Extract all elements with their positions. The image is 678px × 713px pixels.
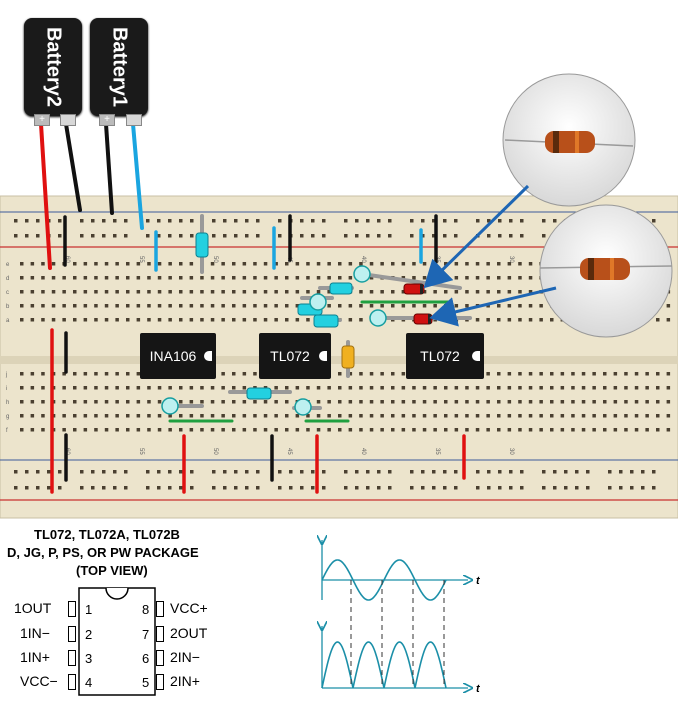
- arrow-bottom: [429, 286, 557, 327]
- battery1-plus-terminal: +: [99, 114, 115, 126]
- pin-num-6: 6: [142, 651, 150, 666]
- capacitor: [341, 345, 355, 369]
- battery1: Battery1: [90, 18, 148, 116]
- resistor: [195, 232, 209, 258]
- waveform-top-t-label: t: [476, 575, 481, 587]
- row-label: a: [6, 318, 10, 324]
- chip-notch: [472, 351, 480, 361]
- package-body: [78, 587, 156, 696]
- components: [161, 232, 433, 416]
- ceramic-capacitor: [353, 265, 371, 283]
- column-label: 55: [138, 256, 144, 263]
- pin-num-7: 7: [142, 627, 150, 642]
- column-label: 40: [360, 448, 366, 455]
- wire-battery1-plus: [104, 122, 114, 215]
- row-label: i: [6, 386, 7, 392]
- resistor: [329, 282, 353, 295]
- ceramic-capacitor: [369, 309, 387, 327]
- row-label: f: [6, 428, 8, 434]
- pin-num-2: 2: [85, 627, 93, 642]
- row-label: d: [6, 276, 9, 282]
- column-label: 45: [286, 448, 292, 455]
- pin-num-8: 8: [142, 602, 150, 617]
- pin-name-4: VCC−: [20, 673, 58, 689]
- pin-box: [156, 601, 164, 617]
- pin-name-6: 2IN−: [170, 649, 200, 665]
- pin-box: [68, 626, 76, 642]
- pin-name-7: 2OUT: [170, 625, 208, 641]
- pin-name-2: 1IN−: [20, 625, 50, 641]
- package-title-line2: D, JG, P, PS, OR PW PACKAGE: [7, 545, 199, 560]
- pin-num-1: 1: [85, 602, 93, 617]
- ceramic-capacitor: [309, 293, 327, 311]
- waveform-sine: [322, 540, 468, 601]
- chip-label: INA106: [149, 348, 197, 364]
- diode-closeup-bottom: [539, 204, 673, 338]
- pin-name-3: 1IN+: [20, 649, 50, 665]
- column-label: 40: [360, 256, 366, 263]
- column-label: 50: [212, 448, 218, 455]
- pin-box: [68, 601, 76, 617]
- tl072-chip-1: TL072: [259, 333, 331, 379]
- diode-closeup-top: [502, 73, 636, 207]
- package-pinout: TL072, TL072A, TL072B D, JG, P, PS, OR P…: [0, 525, 300, 710]
- diode: [403, 283, 425, 295]
- pin-box: [156, 674, 164, 690]
- row-label: j: [5, 372, 7, 378]
- column-label: 30: [508, 448, 514, 455]
- waveform-bottom-t-label: t: [476, 683, 481, 695]
- waveform-rectified: [322, 626, 468, 688]
- wire-battery2-minus: [64, 122, 82, 212]
- chip-label: TL072: [420, 348, 460, 364]
- waveform-guides: [350, 580, 445, 688]
- wire-battery1-minus: [131, 122, 144, 230]
- ceramic-capacitor: [161, 397, 179, 415]
- ina106-chip: INA106: [140, 333, 216, 379]
- battery1-minus-terminal: [126, 114, 142, 126]
- pin-name-8: VCC+: [170, 600, 208, 616]
- battery2-plus-terminal: +: [34, 114, 50, 126]
- wire-battery2-plus: [39, 122, 52, 270]
- row-label: e: [6, 262, 10, 268]
- pin-num-5: 5: [142, 675, 150, 690]
- pin-name-1: 1OUT: [14, 600, 52, 616]
- row-label: b: [6, 304, 10, 310]
- pin-box: [156, 626, 164, 642]
- pin-num-4: 4: [85, 675, 93, 690]
- column-label: 50: [212, 256, 218, 263]
- tl072-chip-2: TL072: [406, 333, 484, 379]
- battery2-minus-terminal: [60, 114, 76, 126]
- column-label: 35: [434, 448, 440, 455]
- pin-name-5: 2IN+: [170, 673, 200, 689]
- pin-box: [68, 650, 76, 666]
- chip-label: TL072: [270, 348, 310, 364]
- column-label: 55: [138, 448, 144, 455]
- column-label: 60: [64, 256, 70, 263]
- package-title-line1: TL072, TL072A, TL072B: [34, 527, 180, 542]
- arrow-top: [423, 184, 530, 289]
- row-label: h: [6, 400, 9, 406]
- resistor: [313, 314, 339, 328]
- pin-num-3: 3: [85, 651, 93, 666]
- pin-box: [156, 650, 164, 666]
- battery2: Battery2: [24, 18, 82, 116]
- row-label: g: [6, 414, 9, 420]
- row-label: c: [6, 290, 9, 296]
- resistor: [246, 387, 272, 400]
- chip-notch: [319, 351, 327, 361]
- column-label: 30: [508, 256, 514, 263]
- pin-box: [68, 674, 76, 690]
- chip-notch: [204, 351, 212, 361]
- ceramic-capacitor: [294, 398, 312, 416]
- package-title-line3: (TOP VIEW): [76, 563, 148, 578]
